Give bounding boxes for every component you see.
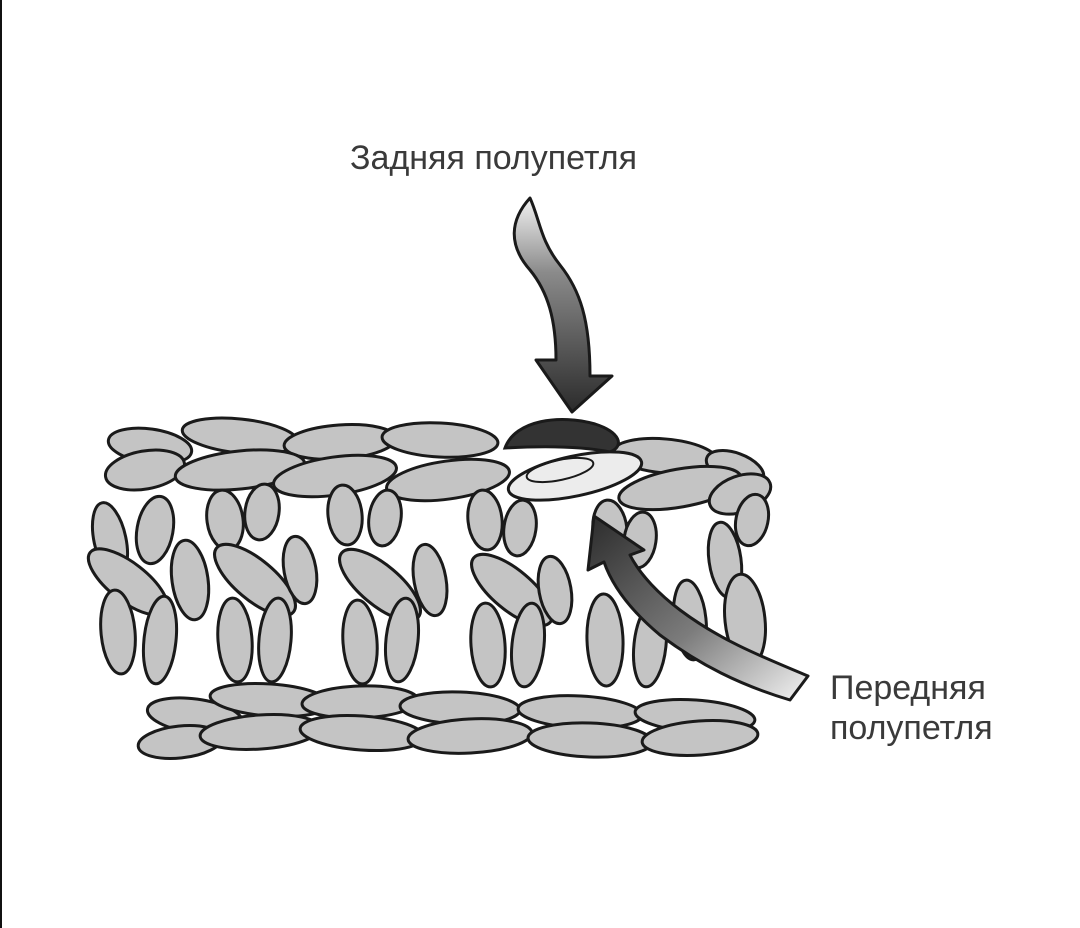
back-half-loop-highlight xyxy=(502,418,620,454)
curved-arrow-down-icon xyxy=(512,196,614,414)
curved-arrow-up-left-icon xyxy=(586,514,810,702)
front-half-loop-label-line1: Передняя xyxy=(830,669,986,707)
back-half-loop-label: Задняя полупетля xyxy=(350,139,638,177)
front-half-loop-label: Передняя полупетля xyxy=(830,668,993,748)
front-half-loop-label-line2: полупетля xyxy=(830,709,993,747)
stitch-fabric xyxy=(86,416,773,761)
left-border xyxy=(0,0,2,928)
